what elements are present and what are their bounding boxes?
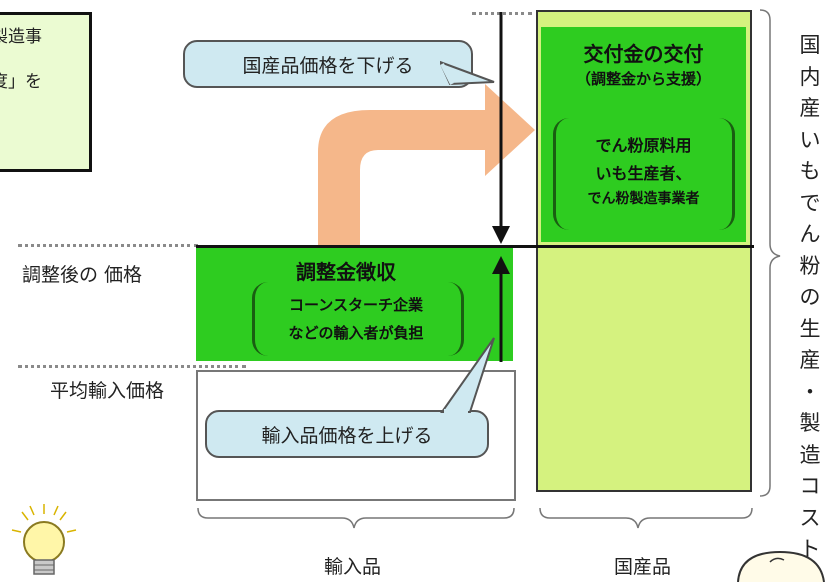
label-adjusted-price: 調整後の 価格 bbox=[22, 264, 143, 286]
subsidy-line-1: でん粉原料用 bbox=[595, 136, 692, 155]
side-label-char: 国 bbox=[799, 33, 821, 57]
levy-line-1: コーンスターチ企業 bbox=[289, 296, 423, 314]
callout-lower-pointer bbox=[440, 60, 495, 86]
subsidy-subtitle: （調整金から支援） bbox=[575, 70, 711, 88]
levy-bracket bbox=[252, 282, 464, 356]
avg-import-dotted-line bbox=[18, 365, 246, 368]
side-label-domestic-cost: 国内産いもでん粉の生産・製造コスト bbox=[798, 30, 822, 566]
mascot-icon bbox=[737, 550, 825, 582]
side-label-char: 生 bbox=[799, 316, 821, 341]
subsidy-title: 交付金の交付 bbox=[583, 42, 704, 66]
levy-title: 調整金徴収 bbox=[296, 260, 396, 284]
subsidy-box bbox=[541, 27, 746, 242]
callout-raise-import-price: 輸入品価格を上げる bbox=[205, 410, 489, 458]
label-domestic: 国産品 bbox=[614, 556, 672, 578]
note-line-1: 製造事 bbox=[0, 27, 42, 47]
callout-lower-domestic-price: 国産品価格を下げる bbox=[183, 40, 473, 88]
side-label-char: 粉 bbox=[799, 253, 821, 278]
side-label-char: 産 bbox=[799, 348, 821, 372]
lightbulb-icon bbox=[11, 504, 77, 575]
levy-line-2: などの輸入者が負担 bbox=[288, 324, 424, 342]
side-label-char: も bbox=[799, 159, 821, 183]
side-label-char: 内 bbox=[799, 64, 821, 89]
adjusted-price-line bbox=[196, 245, 754, 248]
label-imported: 輸入品 bbox=[324, 556, 382, 578]
subsidy-line-2: いも生産者、 bbox=[595, 164, 692, 183]
note-line-2: 度」を bbox=[0, 72, 42, 92]
side-label-char: ・ bbox=[799, 379, 821, 404]
side-bracket bbox=[759, 9, 781, 497]
note-box: 製造事 度」を bbox=[0, 12, 92, 172]
transfer-arrow bbox=[318, 84, 535, 245]
side-label-char: コ bbox=[799, 474, 821, 498]
side-label-char: 産 bbox=[799, 96, 821, 120]
callout-lower-domestic-text: 国産品価格を下げる bbox=[242, 54, 414, 77]
side-label-char: ト bbox=[799, 537, 821, 561]
subsidy-line-3: でん粉製造事業者 bbox=[587, 191, 700, 207]
side-label-char: 造 bbox=[799, 442, 821, 467]
side-label-char: 製 bbox=[799, 411, 821, 435]
side-label-char: い bbox=[799, 127, 821, 152]
bottom-brackets bbox=[197, 507, 753, 529]
label-avg-import-price: 平均輸入価格 bbox=[50, 380, 165, 402]
side-label-char: の bbox=[799, 285, 821, 309]
adjusted-price-dotted-line bbox=[18, 244, 198, 247]
price-arrows bbox=[492, 12, 510, 362]
subsidy-bracket bbox=[553, 118, 735, 230]
callout-raise-pointer bbox=[440, 337, 495, 413]
side-label-char: ん bbox=[799, 222, 821, 246]
callout-raise-import-text: 輸入品価格を上げる bbox=[261, 424, 433, 447]
side-label-char: で bbox=[799, 190, 821, 215]
side-label-char: ス bbox=[799, 505, 821, 530]
